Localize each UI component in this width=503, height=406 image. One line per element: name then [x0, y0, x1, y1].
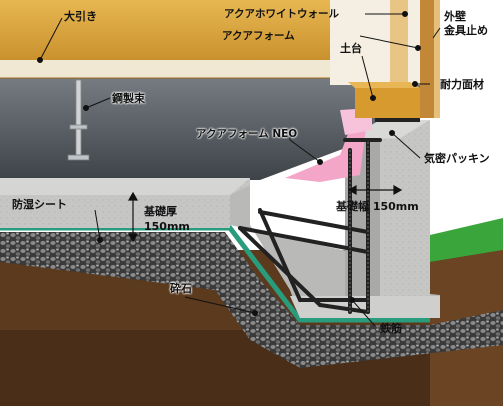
rebar-dots	[349, 142, 369, 312]
leader-lines	[37, 11, 441, 327]
sill-top	[348, 82, 420, 88]
foundation-wall-top	[345, 120, 430, 140]
label-obiki: 大引き	[64, 10, 97, 23]
floor-beam-underside	[0, 60, 420, 78]
label-aqua-white-wall: アクアホワイトウォール	[224, 8, 339, 20]
label-airtight-packing: 気密パッキン	[424, 152, 490, 165]
base-width-dimension	[347, 184, 403, 196]
floor-beam	[0, 0, 420, 72]
label-moisture-sheet: 防湿シート	[12, 198, 67, 211]
gravel-layer	[0, 232, 503, 368]
steel-post	[67, 79, 90, 161]
foundation-wall	[380, 120, 430, 296]
label-steel-post: 鋼製束	[112, 92, 145, 105]
label-aqua-foam-neo: アクアフォーム NEO	[196, 128, 298, 140]
label-rebar: 鉄筋	[380, 322, 402, 335]
base-thickness-dimension	[127, 191, 139, 243]
label-dodai: 土台	[340, 42, 362, 55]
label-aqua-foam: アクアフォーム	[222, 30, 295, 42]
label-outer-wall-anchor: 外壁 金具止め	[444, 10, 488, 37]
aqua-foam-neo	[285, 112, 368, 182]
outer-wall	[420, 0, 434, 118]
label-base-thickness: 基礎厚 150mm	[144, 205, 190, 233]
label-bearing-panel: 耐力面材	[440, 78, 484, 91]
base-slab-top	[0, 178, 250, 195]
sill	[355, 88, 420, 118]
crawl-space	[0, 70, 420, 180]
bearing-panel-strip	[390, 0, 408, 85]
label-gravel: 砕石	[170, 282, 192, 295]
airtight-packing	[375, 118, 420, 122]
grass	[430, 218, 503, 262]
label-base-width: 基礎幅 150mm	[336, 200, 419, 213]
outer-wall-panel	[434, 0, 440, 118]
